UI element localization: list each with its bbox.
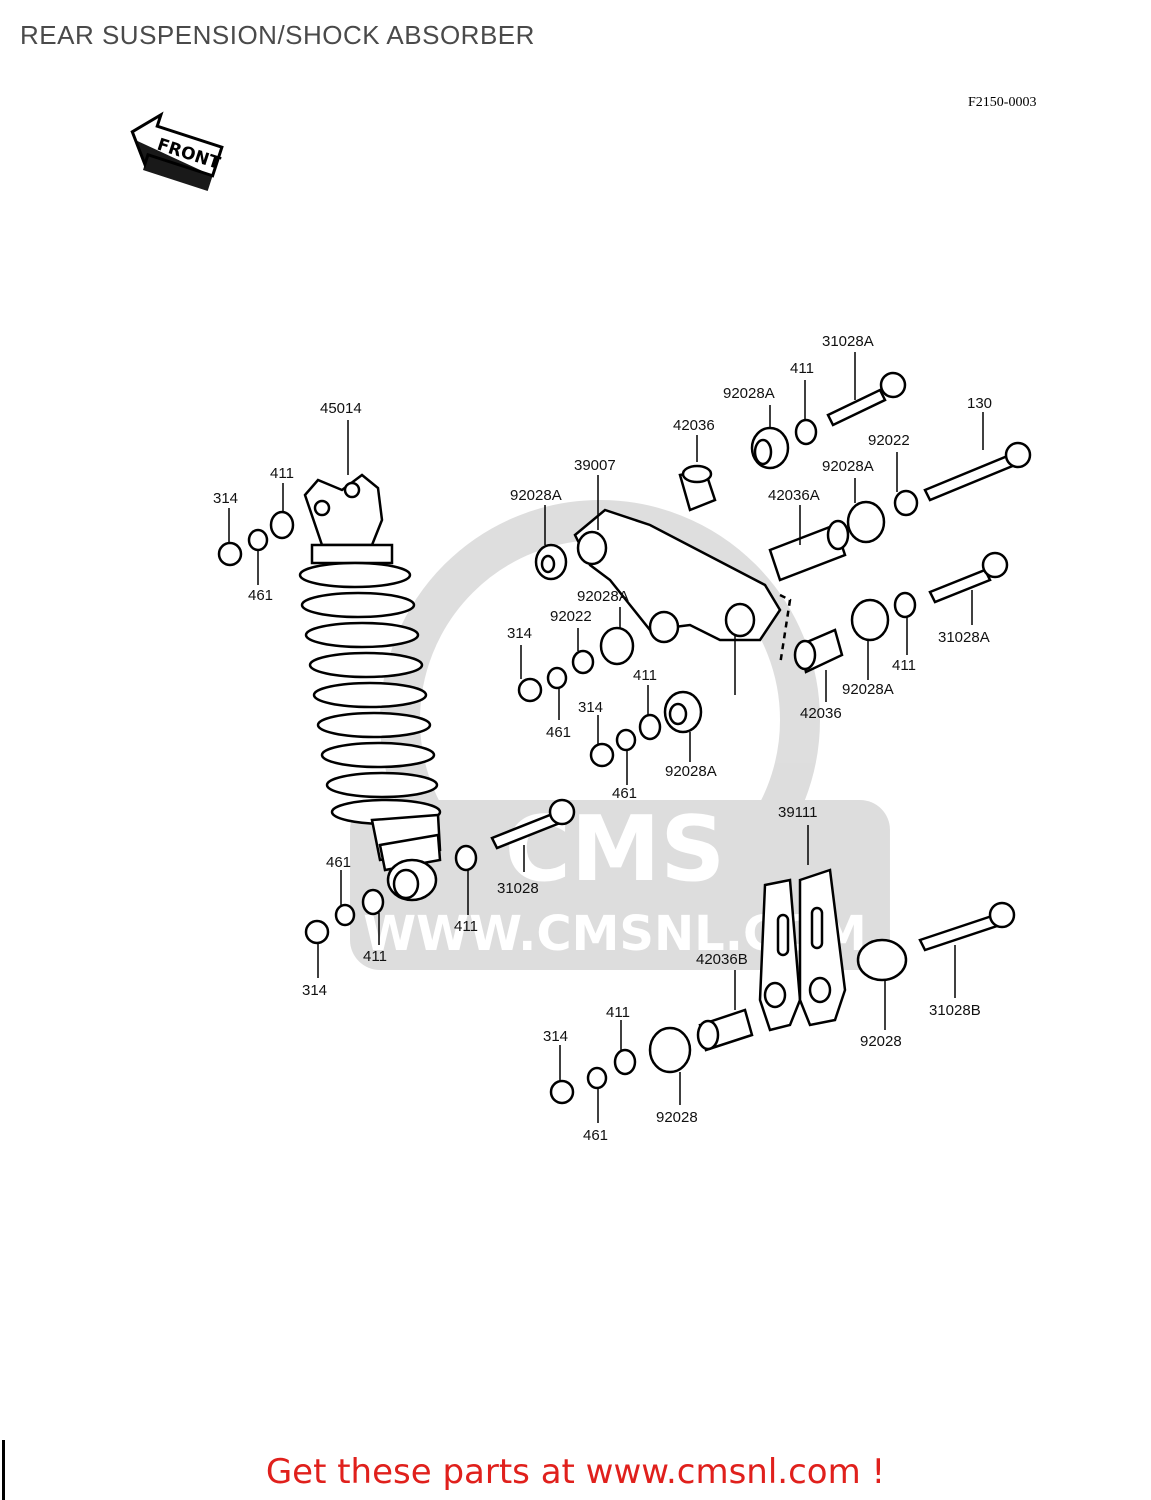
bolts bbox=[490, 371, 1032, 952]
part-label: 92028A bbox=[577, 588, 629, 605]
shop-callout-link[interactable]: Get these parts at www.cmsnl.com ! bbox=[265, 1452, 886, 1492]
part-label: 314 bbox=[302, 982, 327, 999]
part-label: 130 bbox=[967, 395, 992, 412]
part-label: 92028 bbox=[656, 1109, 698, 1126]
part-label: 42036 bbox=[673, 417, 715, 434]
part-label: 92028A bbox=[842, 681, 894, 698]
part-label: 461 bbox=[326, 854, 351, 871]
part-label: 411 bbox=[892, 657, 916, 674]
watermark-logo: CMS bbox=[505, 797, 725, 902]
bushings bbox=[678, 464, 850, 1052]
part-label: 31028A bbox=[822, 333, 874, 350]
part-label: 31028A bbox=[938, 629, 990, 646]
part-label: 411 bbox=[606, 1004, 630, 1021]
tie-rod bbox=[758, 868, 847, 1032]
part-label: 92022 bbox=[550, 608, 592, 625]
part-label: 314 bbox=[578, 699, 603, 716]
part-label: 411 bbox=[270, 465, 294, 482]
part-label: 461 bbox=[583, 1127, 608, 1144]
part-label: 31028 bbox=[497, 880, 539, 897]
part-label: 411 bbox=[454, 918, 478, 935]
part-label: 314 bbox=[543, 1028, 568, 1045]
front-arrow: FRONT bbox=[130, 111, 224, 191]
part-label: 42036B bbox=[696, 951, 748, 968]
shock-absorber bbox=[298, 473, 442, 902]
part-label: 411 bbox=[363, 948, 387, 965]
part-label: 39007 bbox=[574, 457, 616, 474]
page-title: REAR SUSPENSION/SHOCK ABSORBER bbox=[20, 20, 535, 50]
part-label: 31028B bbox=[929, 1002, 981, 1019]
part-labels: 45014 411 314 461 39007 92028A 42036 920… bbox=[213, 333, 992, 1144]
part-label: 92028A bbox=[723, 385, 775, 402]
part-label: 461 bbox=[546, 724, 571, 741]
part-label: 42036 bbox=[800, 705, 842, 722]
washers-and-nuts bbox=[217, 418, 919, 1105]
part-label: 42036A bbox=[768, 487, 820, 504]
part-label: 92028A bbox=[665, 763, 717, 780]
left-edge-bar bbox=[2, 1440, 5, 1500]
diagram-code: F2150-0003 bbox=[968, 95, 1037, 110]
part-label: 314 bbox=[213, 490, 238, 507]
part-label: 92028A bbox=[510, 487, 562, 504]
part-label: 92028 bbox=[860, 1033, 902, 1050]
part-label: 461 bbox=[248, 587, 273, 604]
part-label: 314 bbox=[507, 625, 532, 642]
shock-spring bbox=[298, 561, 442, 826]
rocker-link bbox=[573, 508, 792, 666]
leader-lines bbox=[228, 352, 984, 1123]
part-label: 45014 bbox=[320, 400, 362, 417]
part-label: 92022 bbox=[868, 432, 910, 449]
part-label: 92028A bbox=[822, 458, 874, 475]
part-label: 411 bbox=[790, 360, 814, 377]
part-label: 39111 bbox=[778, 804, 818, 821]
part-label: 461 bbox=[612, 785, 637, 802]
part-label: 411 bbox=[633, 667, 657, 684]
